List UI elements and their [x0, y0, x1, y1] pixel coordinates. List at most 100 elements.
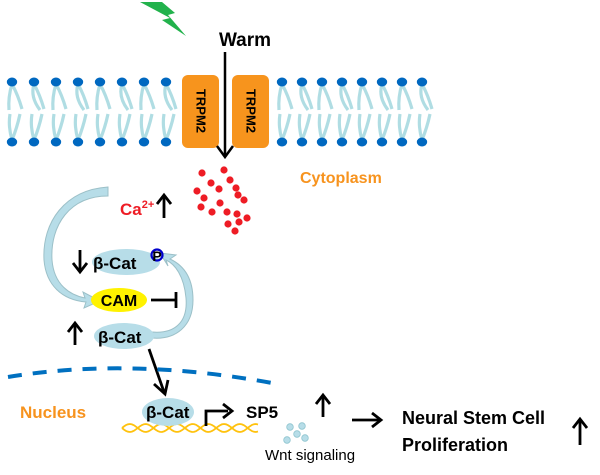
lipid-tail: [117, 113, 124, 141]
channel-label: TRPM2: [244, 89, 259, 133]
lipid-tail: [357, 113, 364, 141]
calcium-label: Ca2+: [120, 199, 154, 219]
lipid-tail: [98, 83, 112, 110]
lipid-head: [416, 77, 428, 87]
wnt-signaling-label: Wnt signaling: [265, 447, 355, 464]
lipid-head: [396, 137, 408, 147]
lipid-head: [72, 137, 84, 147]
lipid-tail: [32, 113, 44, 141]
calcium-ion: [197, 203, 205, 211]
lipid-head: [160, 77, 172, 87]
lipid-tail: [161, 113, 168, 141]
lipid-tail: [54, 113, 66, 141]
lipid-tail: [142, 83, 156, 110]
calcium-ion: [216, 199, 224, 207]
lipid-tail: [397, 83, 404, 111]
transcription-arrow: [204, 402, 235, 426]
lipid-head: [116, 137, 128, 147]
calcium-ion: [234, 191, 242, 199]
lipid-head: [356, 137, 368, 147]
lipid-tail: [377, 113, 384, 141]
lipid-tail: [95, 113, 102, 141]
up-arrow-icon: [571, 416, 589, 445]
svg-text:Ca2+: Ca2+: [120, 199, 154, 219]
wnt-ligands: [283, 422, 309, 444]
lipid-tail: [277, 113, 284, 141]
lipid-tail: [340, 113, 352, 141]
down-arrow-icon: [71, 250, 89, 275]
lipid-head: [94, 77, 106, 87]
calcium-ion: [226, 176, 234, 184]
lipid-head: [116, 77, 128, 87]
lipid-head: [6, 77, 18, 87]
calcium-ion: [215, 185, 223, 193]
calcium-ion: [231, 227, 239, 235]
up-arrow-icon: [314, 392, 332, 417]
phospho-marker: [150, 248, 164, 262]
lipid-tail: [10, 113, 22, 141]
lipid-tail: [337, 113, 344, 141]
up-arrow-icon: [66, 320, 84, 345]
channel-label: TRPM2: [194, 89, 209, 133]
calcium-ion: [224, 220, 232, 228]
node-label: β-Cat: [93, 254, 137, 273]
lipid-tail: [51, 83, 58, 111]
lipid-head: [336, 137, 348, 147]
calcium-ion: [233, 210, 241, 218]
lipid-tail: [400, 83, 414, 110]
beta-catenin-phospho-node: β-Cat P: [92, 248, 164, 275]
trpm2-channel-left: TRPM2: [182, 75, 219, 148]
lipid-tail: [7, 83, 14, 111]
lipid-head: [336, 77, 348, 87]
lipid-head: [316, 137, 328, 147]
stimulus-label: Warm: [219, 30, 271, 51]
lipid-head: [50, 137, 62, 147]
outcome-line1: Neural Stem Cell: [402, 408, 545, 428]
calcium-text: Ca: [120, 200, 142, 219]
lipid-head: [356, 77, 368, 87]
lipid-tail: [139, 113, 146, 141]
beta-catenin-node: β-Cat: [94, 323, 154, 349]
node-label: β-Cat: [98, 328, 142, 347]
lipid-tail: [120, 113, 132, 141]
lipid-tail: [357, 83, 364, 111]
lipid-tail: [320, 113, 332, 141]
calcium-ion: [200, 194, 208, 202]
sp5-label: SP5: [246, 403, 278, 422]
lipid-tail: [317, 83, 324, 111]
lipid-head: [396, 77, 408, 87]
lipid-head: [316, 77, 328, 87]
lipid-head: [28, 77, 40, 87]
lipid-tail: [76, 113, 88, 141]
nuclear-envelope: [7, 366, 273, 385]
lipid-head: [138, 77, 150, 87]
lipid-tail: [400, 113, 412, 141]
up-arrow-icon: [155, 192, 173, 218]
node-label: β-Cat: [146, 403, 190, 422]
phospho-label: P: [152, 248, 161, 264]
calcium-ion: [207, 179, 215, 187]
influx-arrow: [215, 52, 235, 160]
beta-catenin-nuclear-node: β-Cat: [142, 398, 194, 426]
lipid-head: [376, 77, 388, 87]
feedback-arrow-right: [151, 252, 194, 339]
lipid-tail: [280, 113, 292, 141]
translocation-arrow: [147, 348, 170, 397]
calcium-ion: [232, 184, 240, 192]
lipid-head: [28, 137, 40, 147]
lipid-tail: [73, 113, 80, 141]
lipid-tail: [142, 113, 154, 141]
lipid-tail: [95, 83, 102, 111]
lipid-head: [72, 77, 84, 87]
lipid-tail: [297, 113, 304, 141]
calcium-ion: [220, 166, 228, 174]
cytoplasm-label: Cytoplasm: [300, 170, 382, 187]
lightning-bolt-icon: [140, 2, 186, 36]
lipid-tail: [29, 113, 36, 141]
node-label: CAM: [101, 293, 137, 310]
lipid-tail: [420, 113, 432, 141]
lipid-tail: [360, 113, 372, 141]
calcium-ion: [198, 169, 206, 177]
outcome-line2: Proliferation: [402, 435, 508, 455]
